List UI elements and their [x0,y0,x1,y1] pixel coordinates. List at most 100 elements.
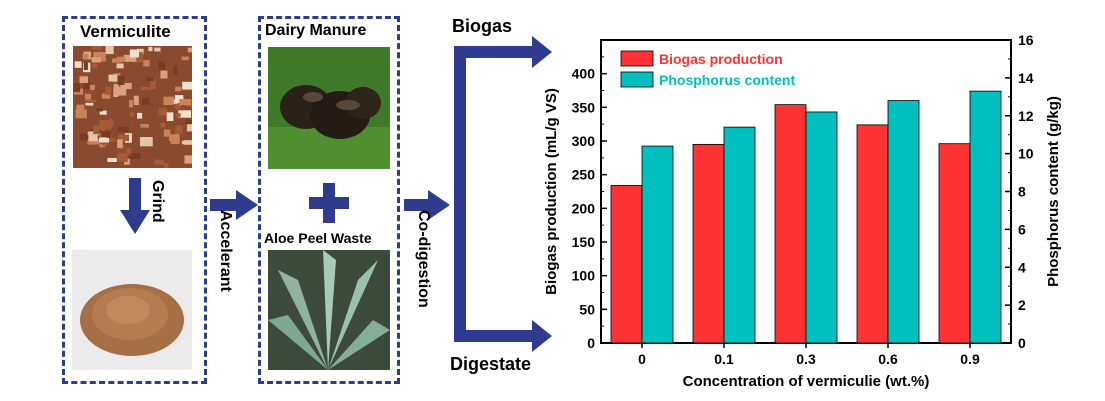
vermiculite-chip [140,137,153,147]
co-digestion-arrow [404,190,450,225]
bar-biogas [856,124,889,344]
vermiculite-chip [83,61,88,70]
biogas-output-label: Biogas [452,16,513,36]
vermiculite-chip [175,113,181,118]
bar-phosphorus [969,90,1002,344]
vermiculite-chip [99,120,112,130]
vermiculite-chip [108,74,118,82]
vermiculite-chip [117,139,123,148]
vermiculite-chip [107,158,117,162]
y-axis-label: Biogas production (mL/g VS) [543,88,560,295]
x-tick-label: 0.9 [960,351,980,367]
feedstock-box [258,16,400,384]
vermiculite-chip [75,109,87,119]
vermiculite-chip [126,148,131,155]
vermiculite-chip [163,163,169,168]
vermiculite-chip [158,108,168,116]
vermiculite-chip [113,73,121,82]
vermiculite-chip [133,95,139,105]
vermiculite-chip [178,110,192,118]
vermiculite-title: Vermiculite [80,22,171,41]
vermiculite-chip [150,79,156,89]
vermiculite-chip [142,97,150,105]
vermiculite-chip [105,138,116,142]
vermiculite-chip [113,86,127,96]
vermiculite-chip [148,46,153,52]
vermiculite-chip [137,112,143,119]
aloe-photo [268,250,390,370]
vermiculite-chip [175,125,183,134]
y2-tick-label: 14 [1018,70,1034,86]
vermiculite-chip [73,83,80,93]
vermiculite-chip [116,63,124,69]
vermiculite-chip [146,77,154,82]
digestate-output-label: Digestate [450,354,532,374]
vermiculite-chip [88,131,98,142]
y-tick-label: 400 [572,66,596,82]
y-tick-label: 0 [587,335,595,351]
x-tick-label: 0.3 [796,351,816,367]
vermiculite-chip [160,70,168,79]
y2-axis-label: Phosphorus content (g/kg) [1045,96,1062,287]
legend-swatch [620,50,654,67]
vermiculite-chip [76,104,85,112]
vermiculite-chip [93,125,100,135]
vermiculite-chip [135,52,144,57]
vermiculite-chip [117,75,125,85]
grind-down-arrow [120,178,150,239]
vermiculite-chip [79,76,88,83]
vermiculite-chip [140,86,151,91]
vermiculite-chip [186,123,192,132]
vermiculite-chip [105,86,112,95]
bar-biogas [610,185,643,344]
vermiculite-chip [98,138,110,143]
dairy-manure-title: Dairy Manure [265,22,367,39]
vermiculite-box [62,16,207,384]
y2-tick-label: 8 [1018,184,1026,200]
vermiculite-chip [187,47,192,53]
vermiculite-chip [179,99,192,106]
vermiculite-chip [83,82,92,90]
vermiculite-powder-photo [72,250,192,370]
x-axis-label: Concentration of vermiculie (wt.%) [683,373,930,390]
vermiculite-chip [174,131,179,137]
y-tick-label: 100 [572,268,596,284]
accelerant-arrow [210,190,258,225]
bar-phosphorus [641,145,674,344]
bar-biogas [692,143,725,344]
vermiculite-chip [100,131,111,137]
legend-swatch [620,71,654,88]
vermiculite-chip [174,95,184,103]
vermiculite-chip [91,46,102,50]
vermiculite-chip [166,112,174,121]
vermiculite-chip [160,123,166,128]
vermiculite-chip [163,129,171,137]
vermiculite-chip [140,124,149,128]
vermiculite-chip [184,140,192,145]
y-tick-label: 200 [572,200,596,216]
vermiculite-chip [118,134,129,142]
legend-label: Biogas production [659,51,783,67]
vermiculite-chip [129,49,139,58]
vermiculite-chip [173,65,178,75]
vermiculite-chip [163,96,174,105]
vermiculite-chip [85,93,92,100]
dairy-manure-photo [268,47,390,169]
vermiculite-chip [101,93,111,99]
vermiculite-chip [89,84,95,91]
y2-tick-label: 0 [1018,335,1026,351]
vermiculite-chip [158,61,165,70]
aloe-peel-title: Aloe Peel Waste [264,230,372,246]
vermiculite-chip [82,54,89,60]
y-tick-label: 50 [579,301,595,317]
vermiculite-chip [91,57,101,63]
vermiculite-chip [108,118,114,126]
vermiculite-chip [185,119,192,125]
vermiculite-chip [105,46,114,55]
vermiculite-chip [154,159,164,165]
vermiculite-chip [174,101,181,109]
vermiculite-chip [120,82,132,90]
y-tick-label: 150 [572,234,596,250]
vermiculite-chip [80,133,89,141]
vermiculite-chip [123,54,137,62]
